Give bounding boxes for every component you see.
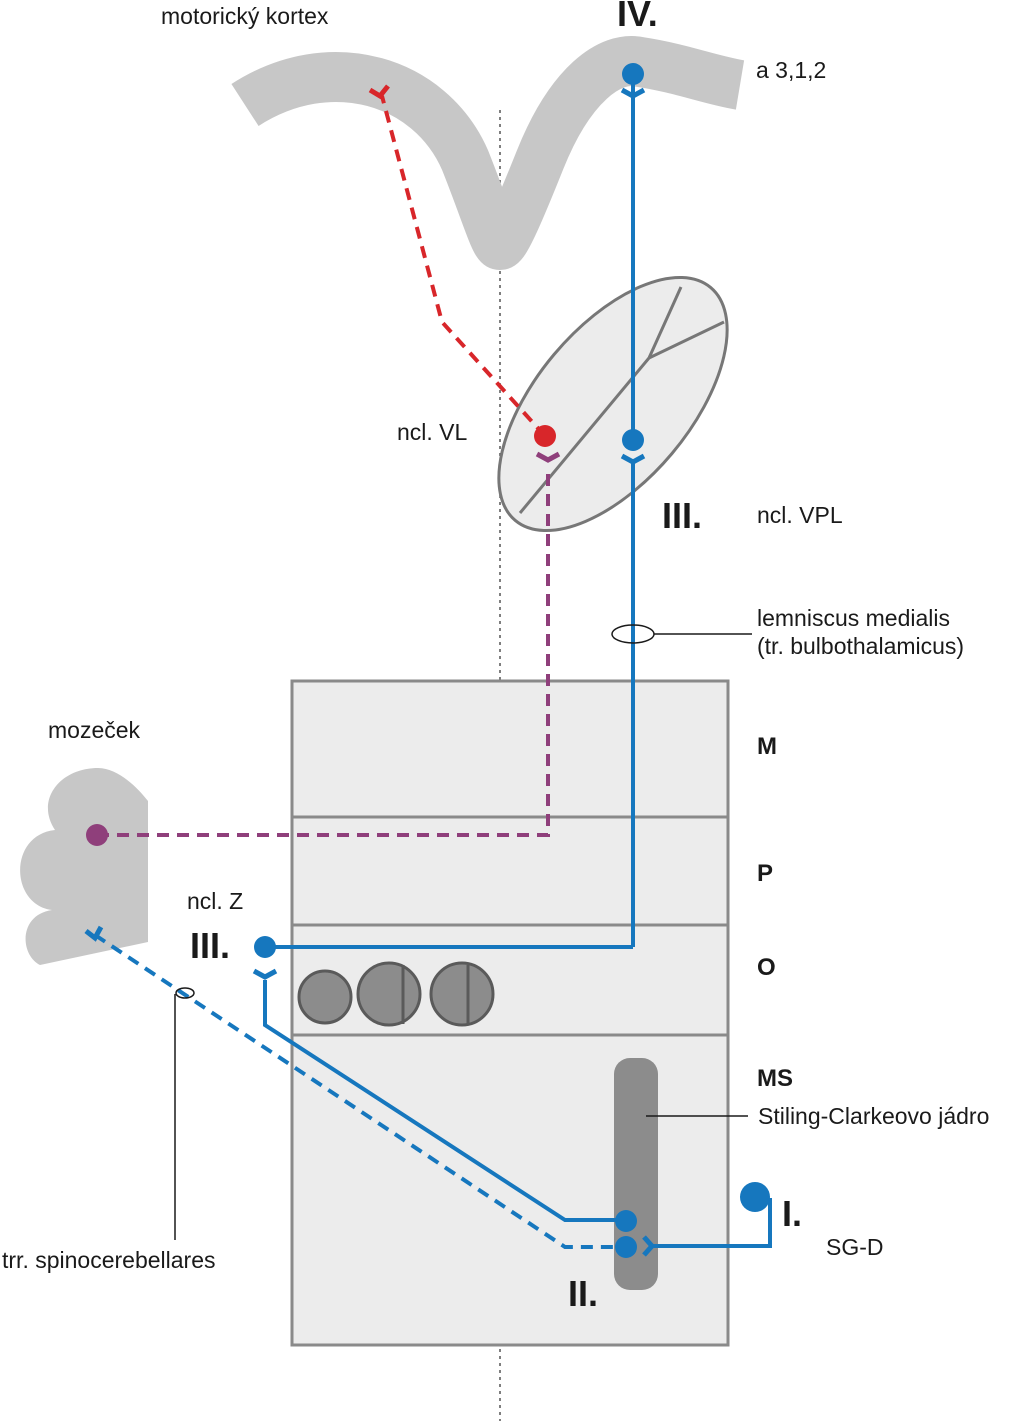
label-motor-cortex: motorický kortex	[161, 3, 329, 29]
label-ncl-z: ncl. Z	[187, 888, 243, 914]
synapse-clarke	[642, 1235, 656, 1257]
red-thalamocortical-pathway	[380, 95, 547, 438]
spinocerebellar-marker	[175, 987, 195, 999]
neuron-ii-soma-upper	[615, 1210, 637, 1232]
cortex-gyrus	[231, 36, 745, 271]
label-neuron-ii: II.	[568, 1273, 598, 1314]
neuron-iv-soma	[622, 63, 644, 85]
label-neuron-iii-vpl: III.	[662, 495, 702, 536]
label-level-ms: MS	[757, 1065, 793, 1092]
neuron-iii-z-soma	[254, 936, 276, 958]
label-neuron-i: I.	[782, 1193, 802, 1234]
label-ncl-vpl: ncl. VPL	[757, 502, 843, 528]
label-level-o: O	[757, 954, 776, 981]
synapse-cerebellum	[84, 925, 104, 942]
thalamus	[497, 275, 729, 533]
label-level-p: P	[757, 860, 773, 887]
label-level-m: M	[757, 733, 777, 760]
synapse-motor-cortex	[368, 84, 390, 100]
neuron-i-soma	[740, 1182, 770, 1212]
label-ncl-vl: ncl. VL	[397, 419, 468, 445]
synapse-iv	[620, 87, 646, 99]
label-cerebellum: mozeček	[48, 717, 141, 743]
cerebellum	[20, 768, 148, 965]
synapse-iii-vpl	[620, 453, 646, 465]
label-lemniscus-2: (tr. bulbothalamicus)	[757, 633, 964, 659]
label-sgd: SG-D	[826, 1234, 884, 1260]
synapse-ncl-z	[252, 968, 278, 980]
neuron-iii-vpl-soma	[622, 429, 644, 451]
purple-cerebellothalamic-pathway	[97, 466, 550, 837]
cerebellar-nucleus-soma	[86, 824, 108, 846]
neuron-ii-soma-lower	[615, 1236, 637, 1258]
label-area-312: a 3,1,2	[756, 57, 826, 83]
label-neuron-iii-z: III.	[190, 925, 230, 966]
synapse-ncl-vl	[535, 451, 561, 463]
label-lemniscus-1: lemniscus medialis	[757, 605, 950, 631]
blue-lemniscal-pathway	[263, 74, 772, 1248]
label-clarke: Stiling-Clarkeovo jádro	[758, 1103, 989, 1129]
label-neuron-iv: IV.	[617, 0, 658, 34]
ncl-vl-soma	[534, 425, 556, 447]
label-spinocerebellar: trr. spinocerebellares	[2, 1247, 216, 1273]
olive-nuclei	[297, 961, 495, 1027]
blue-spinocerebellar-tract	[93, 933, 620, 1249]
